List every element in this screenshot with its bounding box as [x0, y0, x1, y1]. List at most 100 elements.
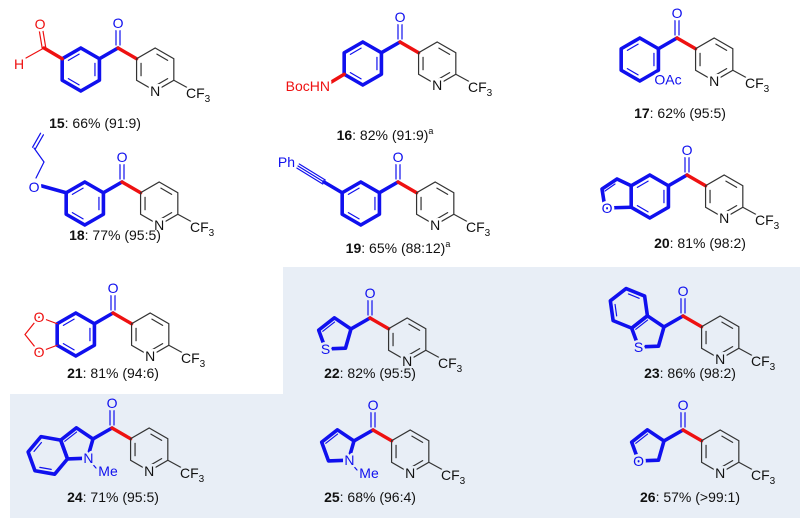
aromatic-inner-bond: [408, 348, 421, 356]
aromatic-inner-bond: [721, 321, 734, 329]
carbonyl-oxygen-label: O: [108, 280, 119, 296]
pyridine-ring: [387, 317, 427, 362]
label-compound-number: 23: [644, 365, 660, 381]
label-compound-number: 21: [67, 365, 83, 381]
carbonyl-oxygen-label: O: [117, 149, 128, 165]
pyridine-nitrogen-label: N: [150, 83, 160, 99]
aromatic-inner-bond: [411, 460, 424, 468]
cf3-label: CF3: [745, 75, 770, 95]
compound-23-label: 23: 86% (98:2): [644, 365, 736, 381]
label-yield-ratio: : 82% (91:9): [352, 127, 428, 143]
cf3-label: CF3: [751, 467, 776, 487]
benzene-ring: [60, 46, 102, 93]
benzo-ring: [608, 286, 650, 330]
formyl-h-label: H: [14, 56, 24, 72]
carbonyl-oxygen-label: O: [395, 9, 406, 25]
compound-20-label: 20: 81% (98:2): [654, 235, 746, 251]
pyridine-ring: [390, 429, 430, 474]
new-c-c-bond: [685, 173, 708, 188]
cf3-base: CF: [468, 79, 487, 95]
cf3-bond: [738, 461, 754, 471]
label-compound-number: 22: [324, 365, 340, 381]
compound-24-label: 24: 71% (95:5): [67, 489, 159, 505]
aromatic-inner-bond: [715, 68, 728, 76]
compound-16-label: 16: 82% (91:9)a: [337, 126, 434, 143]
aryl-bond: [97, 46, 120, 61]
phenyl-label: Ph: [278, 154, 295, 170]
pyridine-nitrogen-label: N: [402, 353, 412, 369]
compound-17-label: 17: 62% (95:5): [634, 105, 726, 121]
carbonyl-oxygen-label: O: [682, 142, 693, 158]
cf3-label: CF3: [438, 355, 463, 375]
compound-15-label: 15: 66% (91:9): [49, 115, 141, 131]
double-bond: [38, 29, 43, 49]
aromatic-inner-bond: [347, 212, 360, 220]
new-c-c-bond: [111, 311, 134, 326]
cf3-bond: [453, 213, 469, 223]
aromatic-inner-bond: [436, 212, 449, 220]
compound-18-label: 18: 77% (95:5): [69, 227, 161, 243]
aromatic-inner-bond: [39, 466, 52, 470]
label-yield-ratio: : 86% (98:2): [660, 365, 736, 381]
furan-o-label: O: [602, 200, 613, 216]
aromatic-inner-bond: [636, 205, 649, 213]
cf3-base: CF: [190, 219, 209, 235]
pyridine-ring: [129, 427, 169, 472]
label-yield-ratio: : 66% (91:9): [65, 115, 141, 131]
cf3-subscript: 3: [199, 474, 205, 485]
formyl-bond: [42, 46, 64, 61]
formyl-o-label: O: [35, 16, 46, 32]
pyridine-nitrogen-label: N: [709, 73, 719, 89]
cf3-bond: [167, 459, 183, 469]
aromatic-inner-bond: [347, 187, 360, 195]
bochn-label: BocHN: [286, 78, 330, 94]
cf3-subscript: 3: [770, 362, 776, 373]
aryl-bond: [352, 428, 375, 443]
new-c-c-bond: [371, 428, 394, 443]
cf3-base: CF: [180, 465, 199, 481]
cf3-subscript: 3: [764, 84, 770, 95]
thiophene-s-label: S: [634, 339, 643, 355]
aromatic-inner-bond: [725, 180, 738, 188]
aromatic-inner-bond: [635, 319, 649, 330]
label-footnote: a: [445, 239, 450, 249]
aromatic-inner-bond: [349, 47, 362, 55]
aromatic-inner-bond: [67, 78, 80, 86]
pyridine-nitrogen-label: N: [719, 210, 729, 226]
compound-19-label: 19: 65% (88:12)a: [346, 239, 451, 256]
cf3-bond: [425, 349, 441, 359]
cf3-base: CF: [751, 353, 770, 369]
double-bond: [296, 167, 324, 185]
methyl-label: Me: [98, 463, 118, 479]
cf3-subscript: 3: [770, 476, 776, 487]
aromatic-inner-bond: [322, 321, 336, 332]
n-methyl-bond: [86, 457, 97, 469]
new-c-c-bond: [398, 40, 421, 55]
aromatic-inner-bond: [715, 43, 728, 51]
aromatic-inner-bond: [156, 53, 169, 61]
five-membered-ring: [629, 428, 666, 463]
cf3-subscript: 3: [460, 476, 466, 487]
new-c-c-bond: [675, 36, 698, 51]
new-c-c-bond: [368, 316, 391, 331]
formyl-h-bond: [25, 47, 45, 59]
aromatic-inner-bond: [438, 72, 451, 80]
dioxole-o-label: O: [34, 309, 45, 325]
cf3-bond: [168, 344, 184, 354]
aromatic-inner-bond: [67, 53, 80, 61]
double-bond: [42, 29, 47, 49]
pyridine-ring: [694, 37, 734, 82]
aromatic-inner-bond: [160, 212, 173, 220]
label-compound-number: 15: [49, 115, 65, 131]
aryl-bond: [377, 180, 400, 195]
pyridine-nitrogen-label: N: [715, 465, 725, 481]
label-compound-number: 19: [346, 240, 362, 256]
label-yield-ratio: : 81% (94:6): [83, 365, 159, 381]
